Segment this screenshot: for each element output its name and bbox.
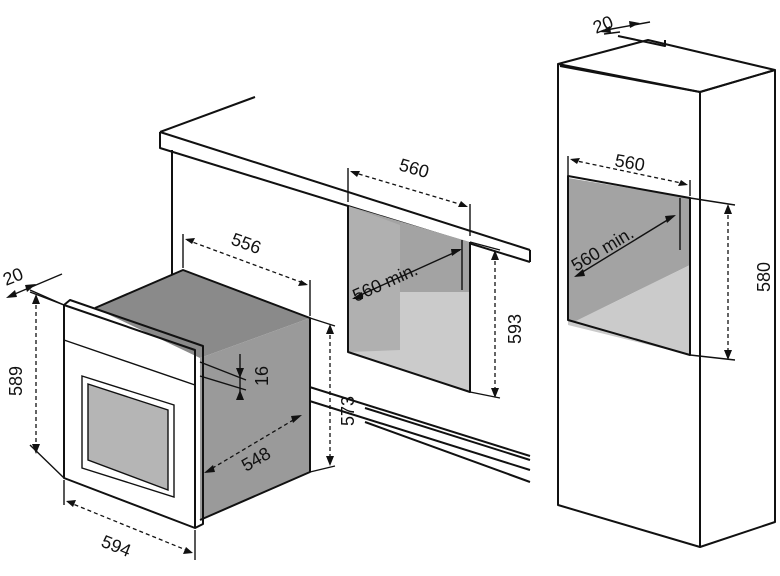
tall-cabinet	[557, 21, 776, 548]
cabinet-cavity-wall	[348, 206, 400, 352]
tall-cabinet-side	[699, 70, 776, 548]
oven-front-height-label: 589	[6, 366, 26, 396]
control-strip	[63, 339, 196, 386]
oven-body-height-label: 573	[338, 396, 358, 426]
oven-body-width-label: 556	[229, 229, 264, 258]
oven-width-dim-line	[67, 501, 192, 553]
oven-depth-dim-line	[205, 415, 301, 473]
tall-width-label: 560	[613, 150, 646, 175]
oven-side	[200, 318, 310, 520]
tall-cabinet-front	[557, 64, 701, 548]
oven-window	[87, 383, 169, 492]
tall-depth-dim-line	[575, 215, 675, 277]
tall-cavity-back	[568, 178, 690, 325]
tall-cabinet-top	[557, 39, 776, 93]
worktop	[159, 96, 531, 263]
oven	[6, 234, 336, 560]
under-width-dim-line	[351, 171, 467, 207]
under-width-label: 560	[397, 155, 431, 183]
plinth-lines	[299, 383, 531, 483]
oven-top	[95, 270, 310, 358]
tall-depth-label: 20	[590, 12, 616, 38]
oven-top-offset-label: 16	[252, 366, 272, 386]
under-height-label: 593	[505, 314, 525, 344]
cabinet-cavity-outline	[347, 206, 471, 393]
tall-width-dim-line	[571, 159, 687, 185]
oven-body-width-dim-line	[186, 239, 307, 285]
oven-width-label: 594	[99, 531, 134, 561]
tall-height-label: 580	[754, 262, 774, 292]
oven-front-depth-label: 20	[0, 264, 26, 290]
under-depth-dim-line	[353, 249, 461, 299]
under-counter-cabinet	[159, 96, 531, 483]
